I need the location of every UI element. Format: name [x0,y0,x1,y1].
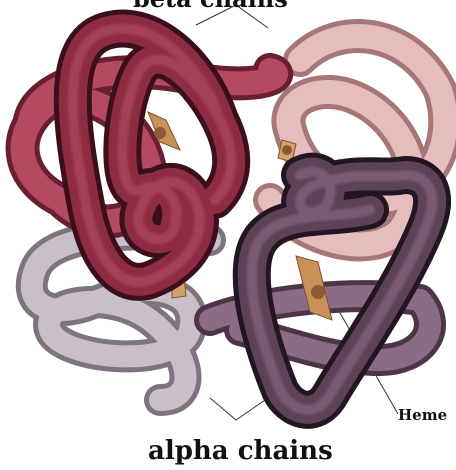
heme-iron [311,285,325,299]
alpha-chains-label: alpha chains [148,436,333,466]
beta-chains-label: beta chains [133,0,288,13]
heme-label: Heme [398,406,447,424]
heme-iron [282,145,292,155]
bottom-leader-line [210,398,268,420]
heme-iron [154,127,166,139]
